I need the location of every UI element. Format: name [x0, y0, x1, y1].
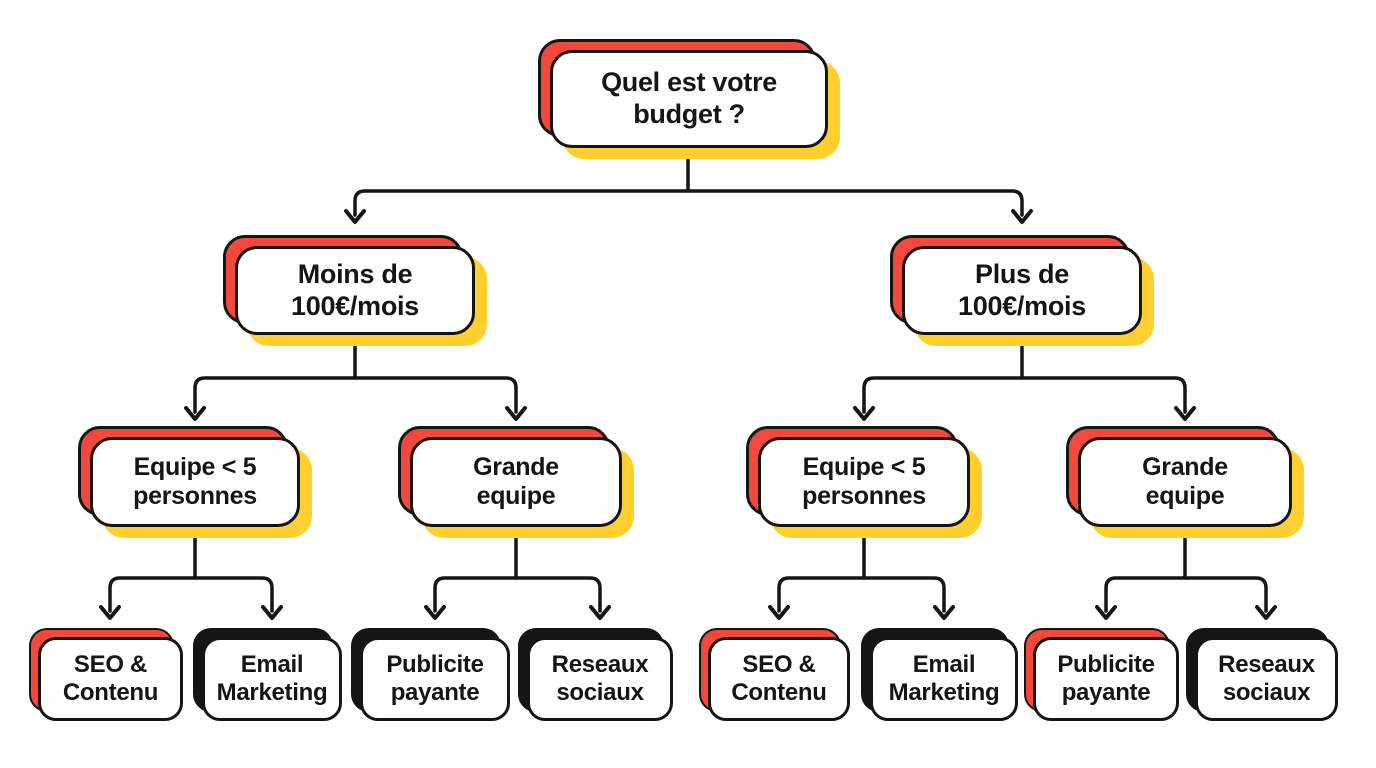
node-label: Plus de 100€/mois — [958, 258, 1086, 321]
node-label: SEO & Contenu — [62, 650, 159, 706]
node-label: Publicite payante — [386, 650, 484, 706]
arrowhead-leaf-4 — [589, 605, 611, 620]
leaf-email-marketing-left: Email Marketing — [193, 628, 342, 721]
arrowhead-leaf-5 — [768, 605, 790, 620]
node-label: Grande equipe — [473, 452, 559, 511]
leaf-publicite-payante-right: Publicite payante — [1024, 628, 1179, 721]
leaf-reseaux-sociaux-right: Reseaux sociaux — [1186, 628, 1338, 721]
arrowhead-leaf-3 — [424, 605, 446, 620]
node-face: Reseaux sociaux — [1195, 637, 1338, 721]
node-face: Equipe < 5 personnes — [90, 437, 300, 527]
arrowhead-leaf-8 — [1255, 605, 1277, 620]
connector-left-teams — [193, 376, 518, 414]
node-label: Grande equipe — [1142, 452, 1228, 511]
node-face: Reseaux sociaux — [527, 637, 673, 721]
node-branch-plus-100: Plus de 100€/mois — [890, 235, 1154, 346]
leaf-seo-contenu-right: SEO & Contenu — [699, 628, 850, 721]
node-label: Email Marketing — [216, 650, 328, 706]
node-face: Publicite payante — [360, 637, 510, 721]
arrowhead-branch-left — [344, 209, 366, 224]
node-equipe-small-left: Equipe < 5 personnes — [78, 426, 312, 538]
arrowhead-branch-right — [1011, 209, 1033, 224]
arrowhead-team-2 — [505, 406, 527, 421]
connector-root-branch — [353, 189, 1024, 217]
connector-team1-leaves — [108, 576, 274, 613]
node-root-budget: Quel est votre budget ? — [538, 39, 840, 159]
node-label: Email Marketing — [888, 650, 1000, 706]
node-equipe-small-right: Equipe < 5 personnes — [746, 426, 982, 538]
node-face: Publicite payante — [1033, 637, 1179, 721]
node-grande-equipe-left: Grande equipe — [398, 426, 634, 538]
node-label: Quel est votre budget ? — [601, 67, 777, 129]
node-label: Equipe < 5 personnes — [133, 452, 257, 511]
arrowhead-team-3 — [853, 406, 875, 421]
node-grande-equipe-right: Grande equipe — [1066, 426, 1304, 538]
node-label: Reseaux sociaux — [551, 650, 649, 706]
node-branch-moins-100: Moins de 100€/mois — [223, 235, 487, 346]
connector-team3-leaves — [777, 576, 946, 613]
connector-team2-leaves — [433, 576, 602, 613]
node-face: Grande equipe — [1078, 437, 1292, 527]
node-face: Moins de 100€/mois — [235, 246, 475, 335]
arrowhead-team-1 — [184, 406, 206, 421]
node-label: SEO & Contenu — [731, 650, 827, 706]
leaf-email-marketing-right: Email Marketing — [861, 628, 1018, 721]
leaf-publicite-payante-left: Publicite payante — [351, 628, 510, 721]
node-label: Reseaux sociaux — [1218, 650, 1315, 706]
node-face: SEO & Contenu — [708, 637, 850, 721]
arrowhead-leaf-1 — [99, 605, 121, 620]
node-face: Email Marketing — [870, 637, 1018, 721]
arrowhead-leaf-6 — [933, 605, 955, 620]
arrowhead-team-4 — [1174, 406, 1196, 421]
node-label: Equipe < 5 personnes — [802, 452, 926, 511]
node-label: Moins de 100€/mois — [291, 258, 419, 321]
node-label: Publicite payante — [1057, 650, 1155, 706]
connector-right-teams — [862, 376, 1187, 414]
node-face: Email Marketing — [202, 637, 342, 721]
node-face: Plus de 100€/mois — [902, 246, 1142, 335]
node-face: Grande equipe — [410, 437, 622, 527]
leaf-seo-contenu-left: SEO & Contenu — [29, 628, 183, 721]
arrowhead-leaf-7 — [1095, 605, 1117, 620]
node-face: SEO & Contenu — [38, 637, 183, 721]
node-face: Quel est votre budget ? — [550, 50, 828, 148]
arrowhead-leaf-2 — [261, 605, 283, 620]
node-face: Equipe < 5 personnes — [758, 437, 970, 527]
connector-team4-leaves — [1104, 576, 1268, 613]
leaf-reseaux-sociaux-left: Reseaux sociaux — [518, 628, 673, 721]
